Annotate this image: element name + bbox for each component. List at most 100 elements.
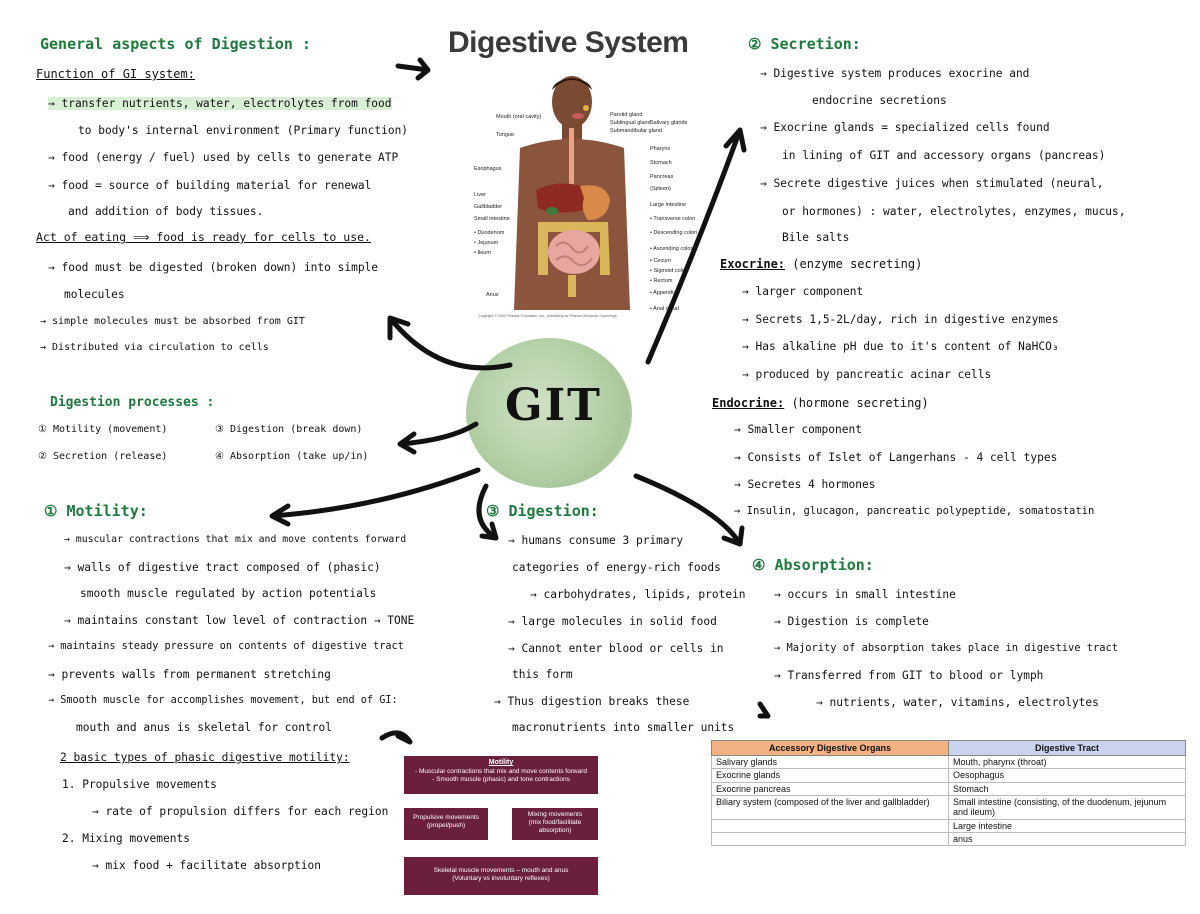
- table-header-row: Accessory Digestive Organs Digestive Tra…: [711, 740, 1186, 756]
- secretion-line: → Digestive system produces exocrine and: [760, 67, 1030, 80]
- table-cell: Exocrine glands: [711, 768, 949, 783]
- endocrine-heading: Endocrine:: [712, 396, 785, 410]
- endocrine-line: → Smaller component: [734, 423, 862, 436]
- absorption-line: → Majority of absorption takes place in …: [774, 642, 1119, 654]
- fig-label: Submandibular gland: [610, 128, 662, 134]
- absorption-line: → Digestion is complete: [774, 615, 929, 628]
- process-item: ① Motility (movement): [38, 424, 168, 435]
- motility-diagram-right: Mixing movements (mix food/facilitate ab…: [512, 808, 598, 840]
- table-header: Accessory Digestive Organs: [711, 740, 949, 756]
- diagram-text: Skeletal muscle movements – mouth and an…: [433, 867, 569, 874]
- process-item: ② Secretion (release): [38, 451, 168, 462]
- table-cell: Salivary glands: [711, 754, 949, 770]
- table-cell: Small intestine (consisting, of the duod…: [948, 795, 1186, 820]
- secretion-line: → Exocrine glands = specialized cells fo…: [760, 121, 1050, 134]
- motility-line: → muscular contractions that mix and mov…: [64, 534, 407, 545]
- fig-label: • Sigmoid colon: [650, 268, 689, 274]
- arrow-to-diagram: [379, 730, 413, 745]
- fig-label: Large intestine: [650, 202, 687, 208]
- act-line: → food must be digested (broken down) in…: [48, 261, 379, 274]
- absorption-line: → occurs in small intestine: [774, 588, 956, 601]
- diagram-text: (propel/push): [426, 822, 466, 830]
- digestion-heading: ③ Digestion:: [486, 502, 599, 520]
- fig-label: Pharynx: [650, 146, 671, 152]
- general-line: → transfer nutrients, water, electrolyte…: [48, 97, 392, 110]
- fig-label: Anus: [486, 292, 499, 298]
- digestion-line: → large molecules in solid food: [508, 615, 717, 628]
- function-heading: Function of GI system:: [36, 67, 195, 81]
- fig-label: Salivary glands: [650, 120, 688, 126]
- motility-type: → rate of propulsion differs for each re…: [92, 805, 389, 818]
- exocrine-note: (enzyme secreting): [792, 257, 923, 271]
- digestion-line: this form: [512, 668, 573, 681]
- motility-types-heading: 2 basic types of phasic digestive motili…: [60, 751, 350, 764]
- fig-label: • Transverse colon: [650, 216, 696, 222]
- table-row: anus: [711, 832, 1186, 847]
- table-cell: anus: [948, 832, 1186, 847]
- secretion-line: → Secrete digestive juices when stimulat…: [760, 177, 1104, 190]
- fig-label: Small intestine: [474, 216, 510, 222]
- general-line: → food = source of building material for…: [48, 179, 372, 192]
- motility-line: → maintains steady pressure on contents …: [48, 641, 404, 652]
- fig-label: Pancreas: [650, 174, 674, 180]
- secretion-line: endocrine secretions: [812, 94, 947, 107]
- exocrine-block: Exocrine: (enzyme secreting): [720, 258, 922, 270]
- digestion-line: → carbohydrates, lipids, protein: [530, 588, 746, 601]
- arrow-to-motility: [269, 467, 481, 527]
- absorption-line: → nutrients, water, vitamins, electrolyt…: [816, 696, 1099, 709]
- anatomy-figure: Mouth (oral cavity) Tongue Esophagus Liv…: [460, 70, 697, 320]
- digestion-line: categories of energy-rich foods: [512, 561, 721, 574]
- fig-label: • Cecum: [650, 258, 671, 264]
- digestion-line: macronutrients into smaller units: [512, 721, 735, 734]
- general-line: to body's internal environment (Primary …: [78, 124, 409, 137]
- secretion-line: in lining of GIT and accessory organs (p…: [782, 149, 1106, 162]
- git-center-blob: [466, 338, 632, 488]
- process-item: ④ Absorption (take up/in): [215, 451, 369, 462]
- diagram-text: - Muscular contractions that mix and mov…: [415, 767, 587, 775]
- fig-label: Mouth (oral cavity): [496, 114, 542, 120]
- arrow-to-digestion: [476, 483, 499, 541]
- motility-type: 1. Propulsive movements: [62, 778, 217, 791]
- motility-line: → walls of digestive tract composed of (…: [64, 561, 381, 574]
- diagram-text: Propulsive movements: [413, 814, 479, 821]
- table-cell: Large intestine: [948, 818, 1186, 834]
- diagram-text: - Smooth muscle (phasic) and tone contra…: [432, 775, 570, 783]
- digestion-line: → humans consume 3 primary: [508, 534, 684, 547]
- figure-copyright: Copyright © 2009 Pearson Education, Inc.…: [478, 314, 618, 318]
- fig-label: • Appendix: [650, 290, 677, 296]
- table-cell: Exocrine pancreas: [711, 781, 949, 797]
- act-line: molecules: [64, 288, 125, 301]
- process-item: ③ Digestion (break down): [215, 424, 363, 435]
- motility-diagram-top: Motility - Muscular contractions that mi…: [404, 756, 598, 794]
- arrow-to-table: [757, 701, 771, 719]
- fig-label: • Jejunum: [474, 240, 499, 246]
- digestion-line: → Thus digestion breaks these: [494, 695, 690, 708]
- absorption-line: → Transferred from GIT to blood or lymph: [774, 669, 1044, 682]
- exocrine-heading: Exocrine:: [720, 257, 786, 271]
- table-cell: Oesophagus: [948, 768, 1186, 783]
- general-line: and addition of body tissues.: [68, 205, 264, 218]
- organs-table: Accessory Digestive Organs Digestive Tra…: [711, 740, 1186, 847]
- diagram-text: Mixing movements: [527, 811, 583, 818]
- diagram-text: absorption): [538, 827, 572, 835]
- motility-type: → mix food + facilitate absorption: [92, 859, 322, 872]
- endocrine-line: → Consists of Islet of Langerhans - 4 ce…: [734, 451, 1058, 464]
- absorption-heading: ④ Absorption:: [752, 556, 874, 574]
- diagram-title: Motility: [488, 759, 514, 766]
- motility-line: → Smooth muscle for accomplishes movemen…: [48, 695, 398, 706]
- secretion-heading: ② Secretion:: [748, 35, 861, 53]
- fig-label: Esophagus: [474, 166, 502, 172]
- fig-label: (Spleen): [650, 186, 671, 192]
- table-row: Large intestine: [711, 818, 1186, 834]
- motility-diagram-left: Propulsive movements (propel/push): [404, 808, 488, 840]
- motility-diagram-bottom: Skeletal muscle movements – mouth and an…: [404, 857, 598, 895]
- motility-line: smooth muscle regulated by action potent…: [80, 587, 377, 600]
- table-cell: Biliary system (composed of the liver an…: [711, 795, 949, 820]
- fig-label: • Ascending colon: [650, 246, 694, 252]
- table-cell: Stomach: [948, 781, 1186, 797]
- motility-line: → prevents walls from permanent stretchi…: [48, 668, 331, 681]
